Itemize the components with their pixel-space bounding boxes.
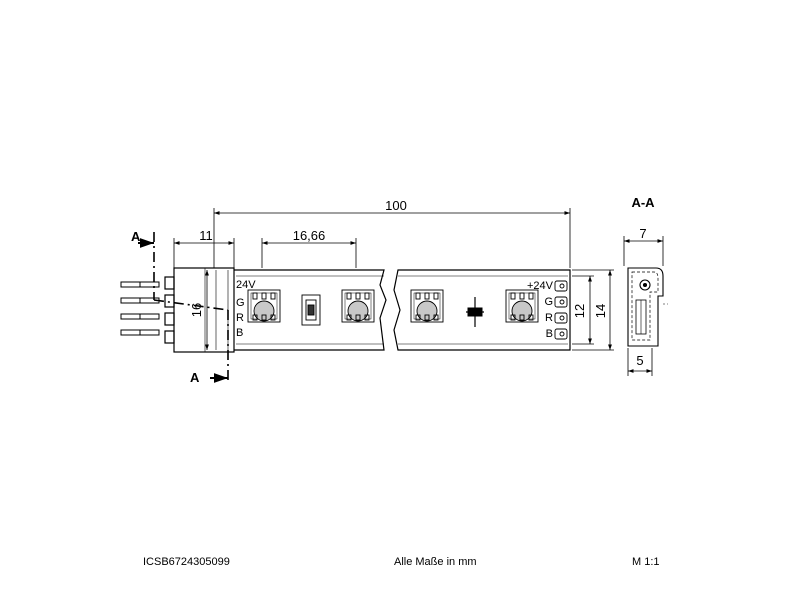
pin-b [120, 329, 160, 336]
led-3 [410, 289, 444, 323]
article-number: ICSB6724305099 [143, 556, 230, 568]
dim-section-depth [627, 348, 653, 376]
section-marker-top: A [131, 229, 141, 244]
dim-profile-height-label: 14 [593, 304, 608, 318]
right-pin-label-r: R [545, 312, 553, 324]
section-view-title: A-A [631, 195, 655, 210]
units-note: Alle Maße in mm [394, 556, 477, 568]
scale-label: M 1:1 [632, 556, 660, 568]
led-2 [341, 289, 375, 323]
led-strip-body [234, 269, 571, 351]
dim-total-length [213, 208, 571, 268]
dim-led-pitch-label: 16,66 [293, 228, 326, 243]
dim-section-depth-label: 5 [636, 353, 643, 368]
pin-24v [120, 281, 160, 288]
dim-connector-length [173, 238, 235, 268]
dim-strip-width-label: 12 [572, 304, 587, 318]
right-pin-label-24v: +24V [527, 280, 554, 292]
right-solder-pads [554, 280, 568, 340]
left-pin-label-g: G [236, 297, 245, 309]
right-pin-label-b: B [546, 328, 553, 340]
dim-total-length-label: 100 [385, 198, 407, 213]
cut-mark [466, 297, 484, 327]
left-pin-label-b: B [236, 327, 243, 339]
dim-section-width [623, 236, 664, 266]
connector-pins [120, 281, 160, 336]
led-4 [505, 289, 539, 323]
dim-section-width-label: 7 [639, 226, 646, 241]
dim-connector-length-label: 11 [199, 228, 213, 243]
section-marker-bottom: A [190, 370, 200, 385]
section-cut-line [138, 232, 229, 383]
pin-r [120, 313, 160, 320]
dim-profile-height [572, 269, 614, 351]
left-pin-label-r: R [236, 312, 244, 324]
section-profile [627, 267, 668, 347]
left-pin-label-24v: 24V [236, 279, 256, 291]
left-pin-labels: 24V G R B [236, 279, 256, 339]
right-pin-label-g: G [544, 296, 553, 308]
resistor [301, 294, 321, 326]
right-pin-labels: +24V G R B [527, 280, 554, 340]
dim-connector-height-label: 16 [189, 303, 204, 317]
led-1 [247, 289, 281, 323]
dim-strip-width [572, 275, 594, 345]
dim-led-pitch [261, 238, 357, 268]
